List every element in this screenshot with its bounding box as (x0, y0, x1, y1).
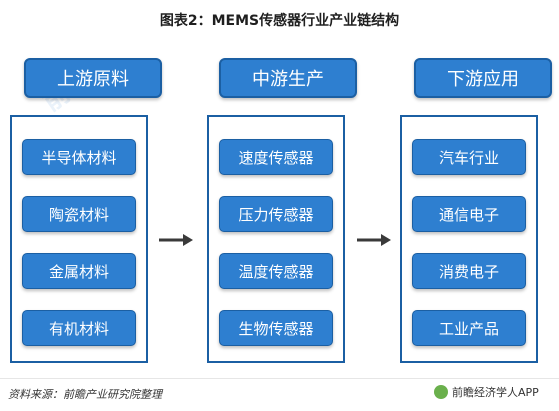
wechat-icon (434, 385, 448, 399)
chain-item: 汽车行业 (412, 139, 526, 175)
chain-item: 半导体材料 (22, 139, 136, 175)
brand-label: 前瞻经济学人APP (452, 386, 539, 399)
chain-item: 压力传感器 (219, 196, 333, 232)
chain-item: 工业产品 (412, 310, 526, 346)
page-title: 图表2：MEMS传感器行业产业链结构 (159, 13, 400, 29)
chain-item: 有机材料 (22, 310, 136, 346)
chain-item: 陶瓷材料 (22, 196, 136, 232)
chain-item: 生物传感器 (219, 310, 333, 346)
flow-arrow-icon (357, 234, 391, 246)
chain-item: 温度传感器 (219, 253, 333, 289)
column-panel-upstream: 半导体材料 陶瓷材料 金属材料 有机材料 (10, 115, 148, 363)
column-header-midstream: 中游生产 (219, 58, 357, 98)
flow-arrow-icon (159, 234, 193, 246)
chain-item: 金属材料 (22, 253, 136, 289)
column-header-downstream: 下游应用 (414, 58, 552, 98)
chain-item: 通信电子 (412, 196, 526, 232)
column-header-upstream: 上游原料 (24, 58, 162, 98)
column-panel-downstream: 汽车行业 通信电子 消费电子 工业产品 (400, 115, 538, 363)
brand-badge: 前瞻经济学人APP (434, 384, 539, 400)
chain-item: 速度传感器 (219, 139, 333, 175)
divider (0, 378, 559, 379)
column-panel-midstream: 速度传感器 压力传感器 温度传感器 生物传感器 (207, 115, 345, 363)
source-note: 资料来源：前瞻产业研究院整理 (8, 388, 162, 401)
chain-item: 消费电子 (412, 253, 526, 289)
